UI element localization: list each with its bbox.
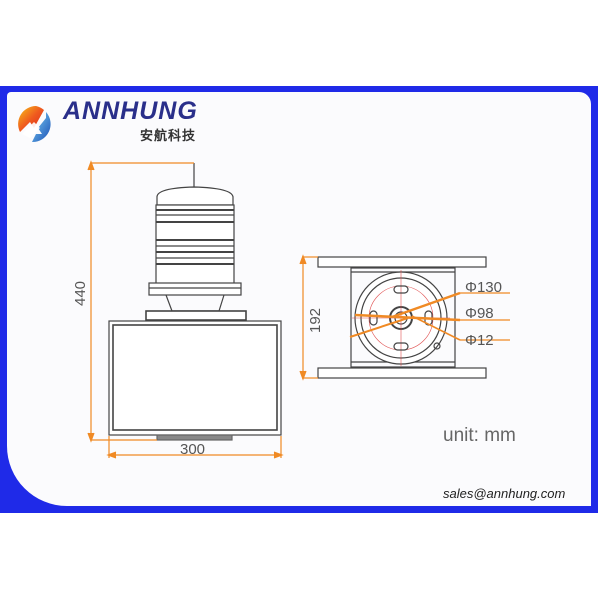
height-440-label: 440: [72, 281, 89, 306]
front-view-dimensions: [87, 160, 284, 459]
front-view: [108, 163, 282, 441]
height-192-label: 192: [307, 308, 324, 333]
blue-frame: [0, 86, 598, 513]
contact-email: sales@annhung.com: [443, 486, 566, 501]
width-300-label: 300: [180, 441, 205, 458]
annhung-logo-icon: [18, 106, 51, 143]
brand-name: ANNHUNG: [63, 97, 198, 125]
top-view-dimensions: [299, 254, 510, 381]
unit-label: unit: mm: [443, 425, 516, 446]
brand-name-chinese: 安航科技: [140, 128, 197, 143]
callout-phi130: Φ130: [465, 279, 502, 296]
callout-phi98: Φ98: [465, 305, 494, 322]
callout-phi12: Φ12: [465, 332, 494, 349]
content-panel: [7, 92, 591, 506]
